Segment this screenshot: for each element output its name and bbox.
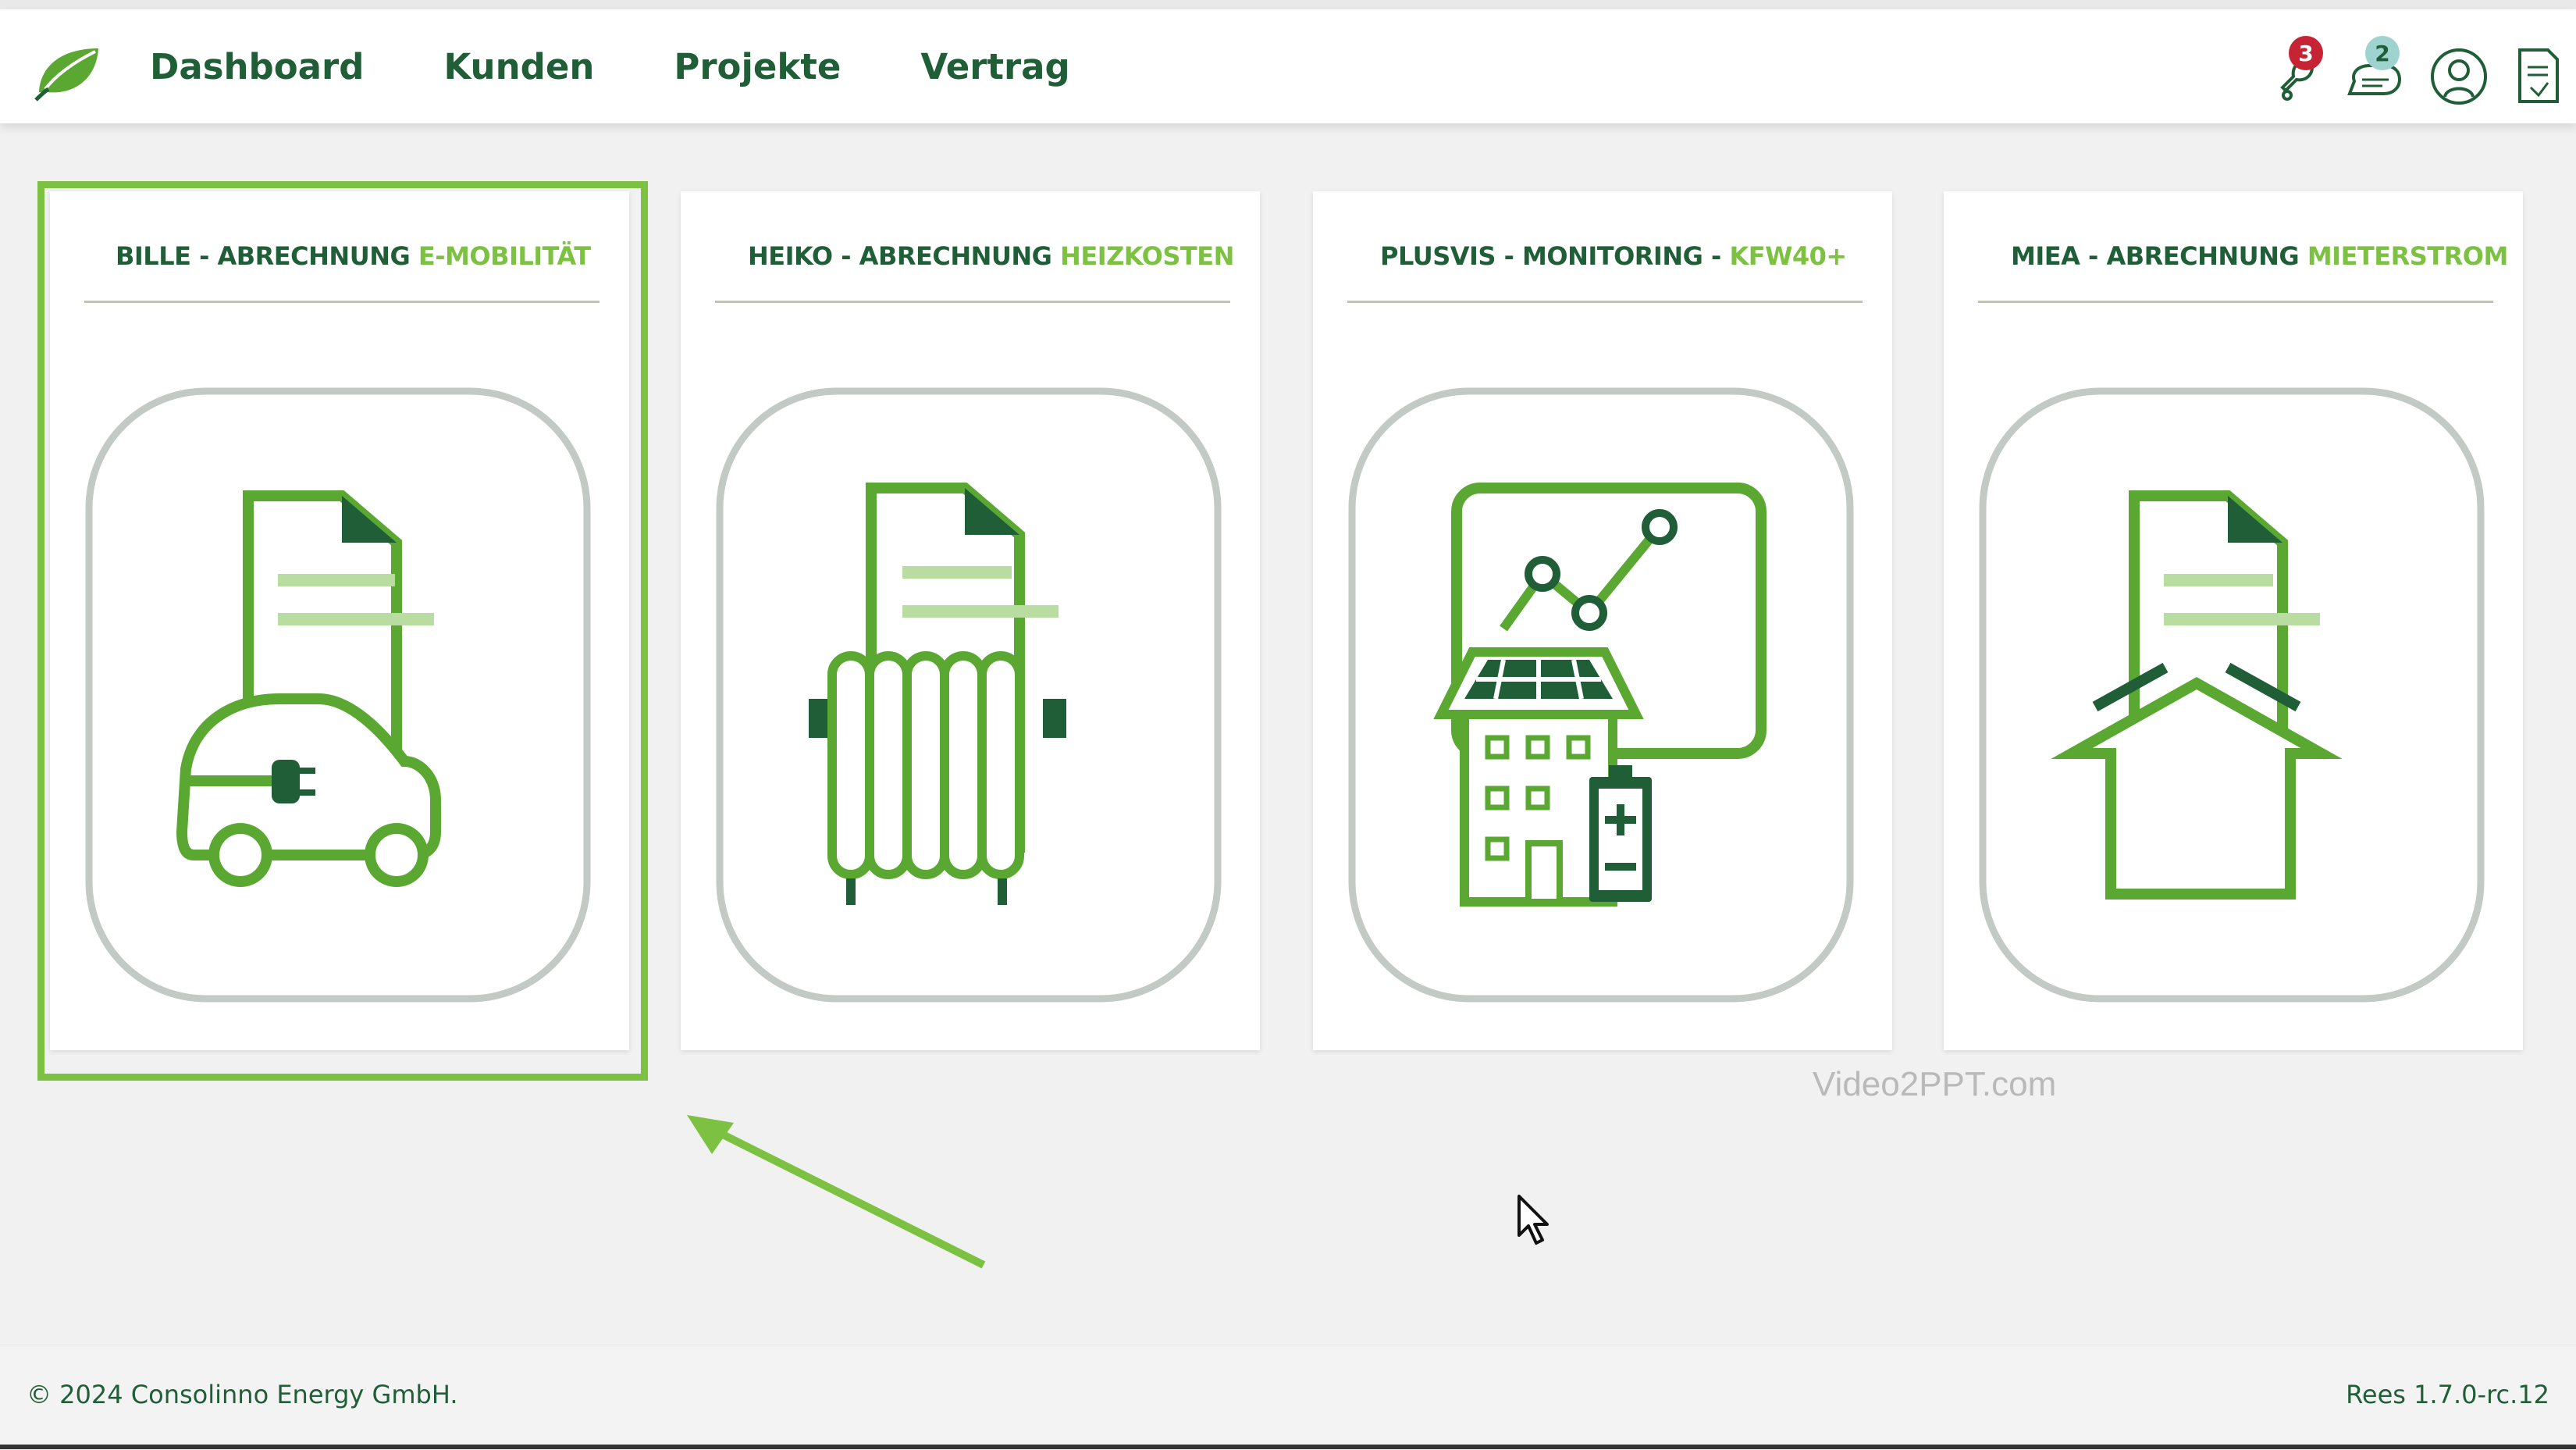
card-title-product: KFW40+ — [1729, 241, 1847, 271]
ev-car-document-icon — [85, 387, 591, 1003]
product-card-bille[interactable]: BILLE - ABRECHNUNG E-MOBILITÄT — [50, 191, 629, 1050]
card-title-product: MIETERSTROM — [2307, 241, 2509, 271]
nav-projekte[interactable]: Projekte — [674, 45, 841, 87]
divider — [1347, 301, 1863, 303]
product-card-plusvis[interactable]: PLUSVIS - MONITORING - KFW40+ — [1313, 191, 1892, 1050]
product-card-miea[interactable]: MIEA - ABRECHNUNG MIETERSTROM — [1944, 191, 2523, 1050]
watermark: Video2PPT.com — [1813, 1065, 2057, 1103]
document-icon[interactable] — [2507, 39, 2570, 109]
top-navbar: Dashboard Kunden Projekte Vertrag 3 2 — [0, 9, 2576, 123]
card-title: PLUSVIS - MONITORING - KFW40+ — [1380, 241, 1847, 271]
copyright-text: © 2024 Consolinno Energy GmbH. — [27, 1380, 458, 1409]
building-solar-battery-icon — [1348, 387, 1854, 1003]
product-card-heiko[interactable]: HEIKO - ABRECHNUNG HEIZKOSTEN — [681, 191, 1260, 1050]
notification-badge: 3 — [2289, 36, 2323, 70]
message-badge: 2 — [2365, 36, 2400, 70]
user-icon[interactable] — [2428, 39, 2490, 109]
divider — [1978, 301, 2493, 303]
nav-dashboard[interactable]: Dashboard — [150, 45, 365, 87]
card-title-prefix: HEIKO - ABRECHNUNG — [748, 241, 1052, 271]
chat-icon[interactable] — [2343, 39, 2406, 109]
selection-highlight — [37, 181, 648, 1081]
house-document-icon — [1979, 387, 2485, 1003]
arrow-pointer-icon — [687, 1115, 986, 1269]
nav-kunden[interactable]: Kunden — [443, 45, 595, 87]
card-title: BILLE - ABRECHNUNG E-MOBILITÄT — [116, 241, 591, 271]
card-title-prefix: MIEA - ABRECHNUNG — [2011, 241, 2300, 271]
divider — [84, 301, 600, 303]
card-title-prefix: PLUSVIS - MONITORING - — [1380, 241, 1721, 271]
divider — [715, 301, 1230, 303]
bottom-edge — [0, 1445, 2576, 1449]
card-title-product: HEIZKOSTEN — [1060, 241, 1234, 271]
leaf-logo-icon[interactable] — [33, 41, 103, 103]
mouse-cursor-icon — [1517, 1195, 1549, 1245]
footer: © 2024 Consolinno Energy GmbH. Rees 1.7.… — [0, 1345, 2576, 1450]
radiator-document-icon — [716, 387, 1222, 1003]
card-title-prefix: BILLE - ABRECHNUNG — [116, 241, 411, 271]
nav-vertrag[interactable]: Vertrag — [920, 45, 1070, 87]
top-edge — [0, 0, 2576, 9]
card-title: MIEA - ABRECHNUNG MIETERSTROM — [2011, 241, 2508, 271]
card-title: HEIKO - ABRECHNUNG HEIZKOSTEN — [748, 241, 1234, 271]
main-nav: Dashboard Kunden Projekte Vertrag — [150, 9, 1070, 123]
card-title-product: E-MOBILITÄT — [418, 241, 591, 271]
version-text: Rees 1.7.0-rc.12 — [2346, 1380, 2549, 1409]
